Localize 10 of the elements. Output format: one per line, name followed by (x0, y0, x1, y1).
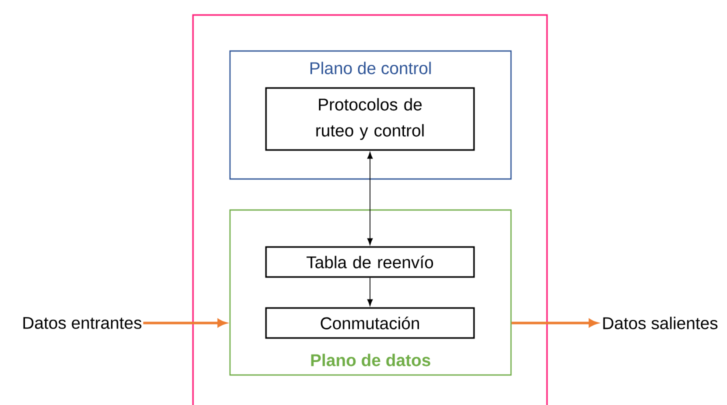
text-label: Datos entrantes (23, 317, 142, 329)
process-box: Tabla de reenvío (265, 246, 475, 278)
arrow (143, 319, 226, 327)
text-label: Datos salientes (603, 316, 718, 330)
arrow (367, 152, 373, 245)
process-box: Conmutación (265, 307, 475, 339)
process-box: Protocolos de ruteo y control (265, 87, 475, 151)
frame-box (192, 14, 548, 405)
arrow (512, 319, 598, 327)
arrow (367, 277, 373, 306)
